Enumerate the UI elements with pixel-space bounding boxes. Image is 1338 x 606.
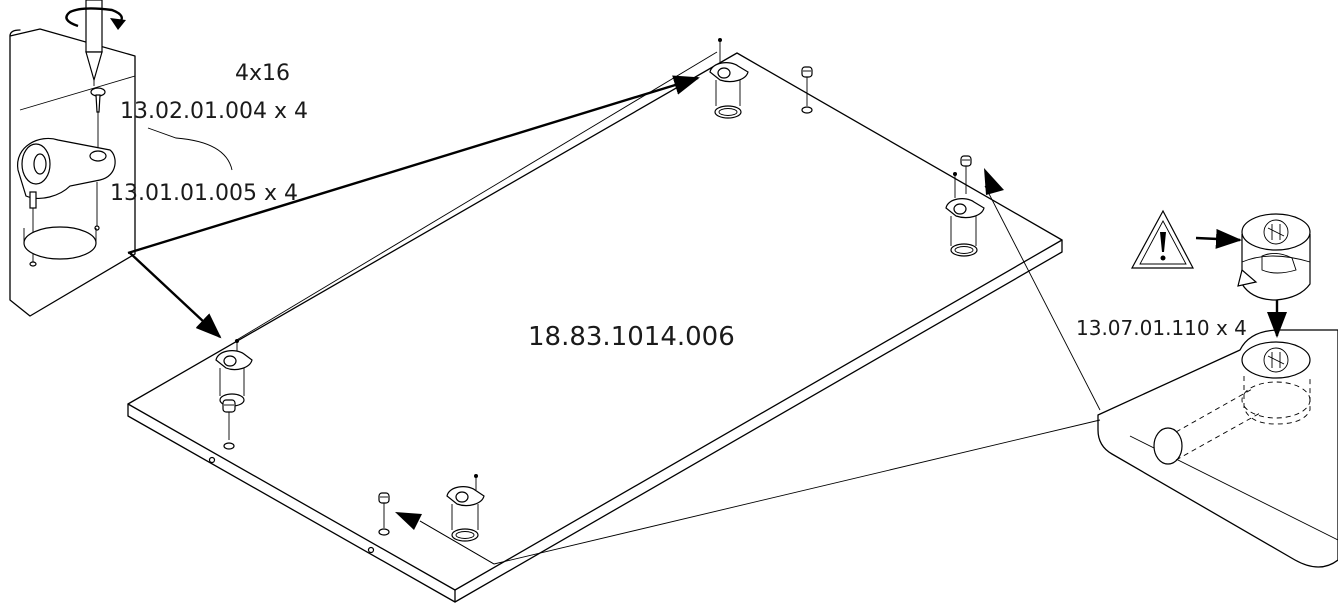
castor-wheel bbox=[17, 138, 116, 267]
direction-arrows bbox=[127, 75, 1004, 565]
castor-left bbox=[215, 339, 253, 450]
cam-hole bbox=[1153, 376, 1311, 465]
callout-lines bbox=[234, 51, 1101, 565]
screw-code-label: 13.02.01.004 x 4 bbox=[120, 99, 308, 124]
rotate-clockwise-icon bbox=[65, 7, 126, 30]
warning-triangle-icon bbox=[1130, 209, 1194, 269]
castor-right bbox=[945, 155, 985, 257]
cam-top bbox=[801, 66, 813, 114]
panel-board bbox=[127, 52, 1063, 603]
cam-fitting-upper bbox=[1237, 213, 1311, 301]
cam-detail-bubble bbox=[1097, 213, 1338, 568]
panel-code-label: 18.83.1014.006 bbox=[528, 322, 735, 352]
screwdriver bbox=[85, 0, 103, 86]
castor-top bbox=[709, 38, 749, 119]
castor-detail-bubble bbox=[9, 0, 233, 317]
screw bbox=[90, 87, 106, 150]
castor-bottom bbox=[378, 474, 485, 542]
cam-code-label: 13.07.01.110 x 4 bbox=[1076, 316, 1247, 340]
cam-fitting-lower bbox=[1241, 341, 1311, 379]
screw-size-label: 4x16 bbox=[235, 61, 290, 86]
castor-code-label: 13.01.01.005 x 4 bbox=[110, 181, 298, 206]
